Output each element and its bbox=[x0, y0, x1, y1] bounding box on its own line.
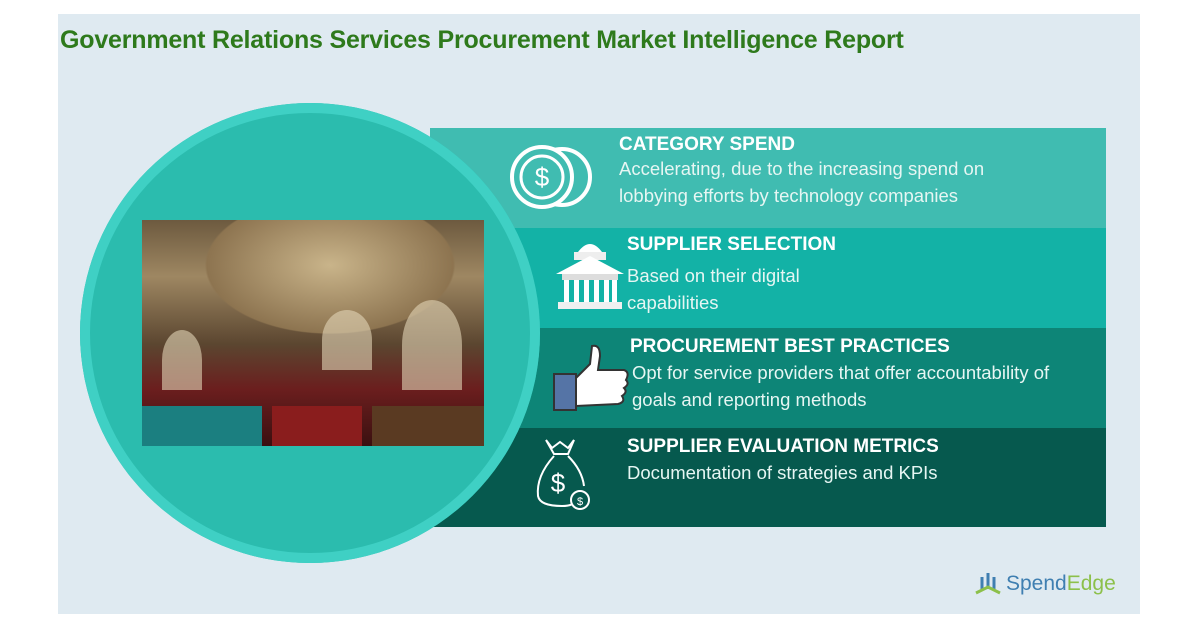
section-heading: SUPPLIER SELECTION bbox=[627, 234, 837, 255]
report-title: Government Relations Services Procuremen… bbox=[60, 26, 904, 54]
section-heading: SUPPLIER EVALUATION METRICS bbox=[627, 436, 939, 457]
coins-icon: $ bbox=[510, 145, 592, 209]
government-building-icon bbox=[556, 244, 624, 309]
section-text: Based on their digital capabilities bbox=[627, 265, 800, 313]
band-supplier-selection bbox=[430, 228, 1106, 328]
spendedge-logo-icon bbox=[975, 573, 1001, 595]
spendedge-logo: SpendEdge bbox=[974, 571, 1116, 597]
logo-text-spend: Spend bbox=[1006, 572, 1067, 595]
band-evaluation-metrics bbox=[430, 428, 1106, 527]
svg-text:$: $ bbox=[577, 496, 583, 508]
section-heading: CATEGORY SPEND bbox=[619, 134, 795, 155]
chamber-photo bbox=[142, 220, 484, 446]
money-bag-icon: $ $ bbox=[536, 439, 590, 510]
thumbs-up-icon bbox=[553, 344, 629, 411]
band-best-practices bbox=[430, 328, 1106, 428]
svg-text:$: $ bbox=[535, 162, 550, 192]
section-text: Documentation of strategies and KPIs bbox=[627, 462, 938, 483]
section-heading: PROCUREMENT BEST PRACTICES bbox=[630, 336, 950, 357]
logo-text-edge: Edge bbox=[1066, 572, 1116, 595]
svg-text:$: $ bbox=[551, 468, 566, 498]
section-text: Accelerating, due to the increasing spen… bbox=[619, 158, 985, 206]
section-text: Opt for service providers that offer acc… bbox=[632, 362, 1050, 410]
